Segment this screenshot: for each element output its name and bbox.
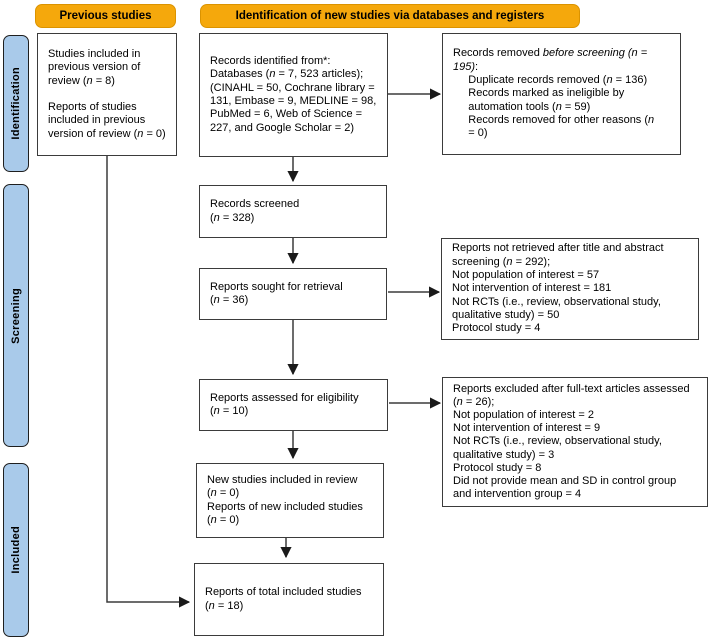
- box-reports-excluded-text: Reports excluded after full-text article…: [453, 383, 690, 500]
- box-total-included-text: Reports of total included studies (n = 1…: [205, 586, 362, 612]
- box-previous-studies: Studies included in previous version of …: [37, 33, 177, 156]
- sidebar-screening: Screening: [3, 184, 29, 447]
- sidebar-included-label: Included: [10, 526, 22, 574]
- box-total-included: Reports of total included studies (n = 1…: [194, 563, 384, 636]
- box-new-studies-included-text: New studies included in review (n = 0) R…: [207, 473, 363, 526]
- box-new-studies-included: New studies included in review (n = 0) R…: [196, 463, 384, 538]
- box-reports-not-retrieved-text: Reports not retrieved after title and ab…: [452, 242, 664, 335]
- box-reports-not-retrieved: Reports not retrieved after title and ab…: [441, 238, 699, 340]
- box-reports-excluded: Reports excluded after full-text article…: [442, 377, 708, 507]
- header-previous-studies: Previous studies: [35, 4, 176, 28]
- box-previous-studies-text: Studies included in previous version of …: [48, 47, 166, 140]
- sidebar-screening-label: Screening: [10, 287, 22, 344]
- connector-previous-to-total: [106, 156, 191, 608]
- box-reports-assessed-text: Reports assessed for eligibility (n = 10…: [210, 391, 359, 417]
- header-previous-studies-label: Previous studies: [59, 10, 152, 22]
- box-reports-sought-text: Reports sought for retrieval (n = 36): [210, 280, 343, 306]
- box-reports-assessed: Reports assessed for eligibility (n = 10…: [199, 379, 388, 431]
- sidebar-identification-label: Identification: [10, 67, 22, 140]
- box-reports-sought: Reports sought for retrieval (n = 36): [199, 268, 387, 320]
- header-new-studies-label: Identification of new studies via databa…: [235, 10, 545, 22]
- sidebar-included: Included: [3, 463, 29, 637]
- box-records-removed: Records removed before screening (n = 19…: [442, 33, 681, 155]
- box-records-identified-text: Records identified from*: Databases (n =…: [210, 55, 377, 134]
- header-new-studies: Identification of new studies via databa…: [200, 4, 580, 28]
- box-records-screened: Records screened (n = 328): [199, 185, 387, 238]
- box-records-identified: Records identified from*: Databases (n =…: [199, 33, 388, 157]
- box-records-screened-text: Records screened (n = 328): [210, 198, 300, 224]
- box-records-removed-text: Records removed before screening (n = 19…: [453, 47, 655, 140]
- sidebar-identification: Identification: [3, 35, 29, 172]
